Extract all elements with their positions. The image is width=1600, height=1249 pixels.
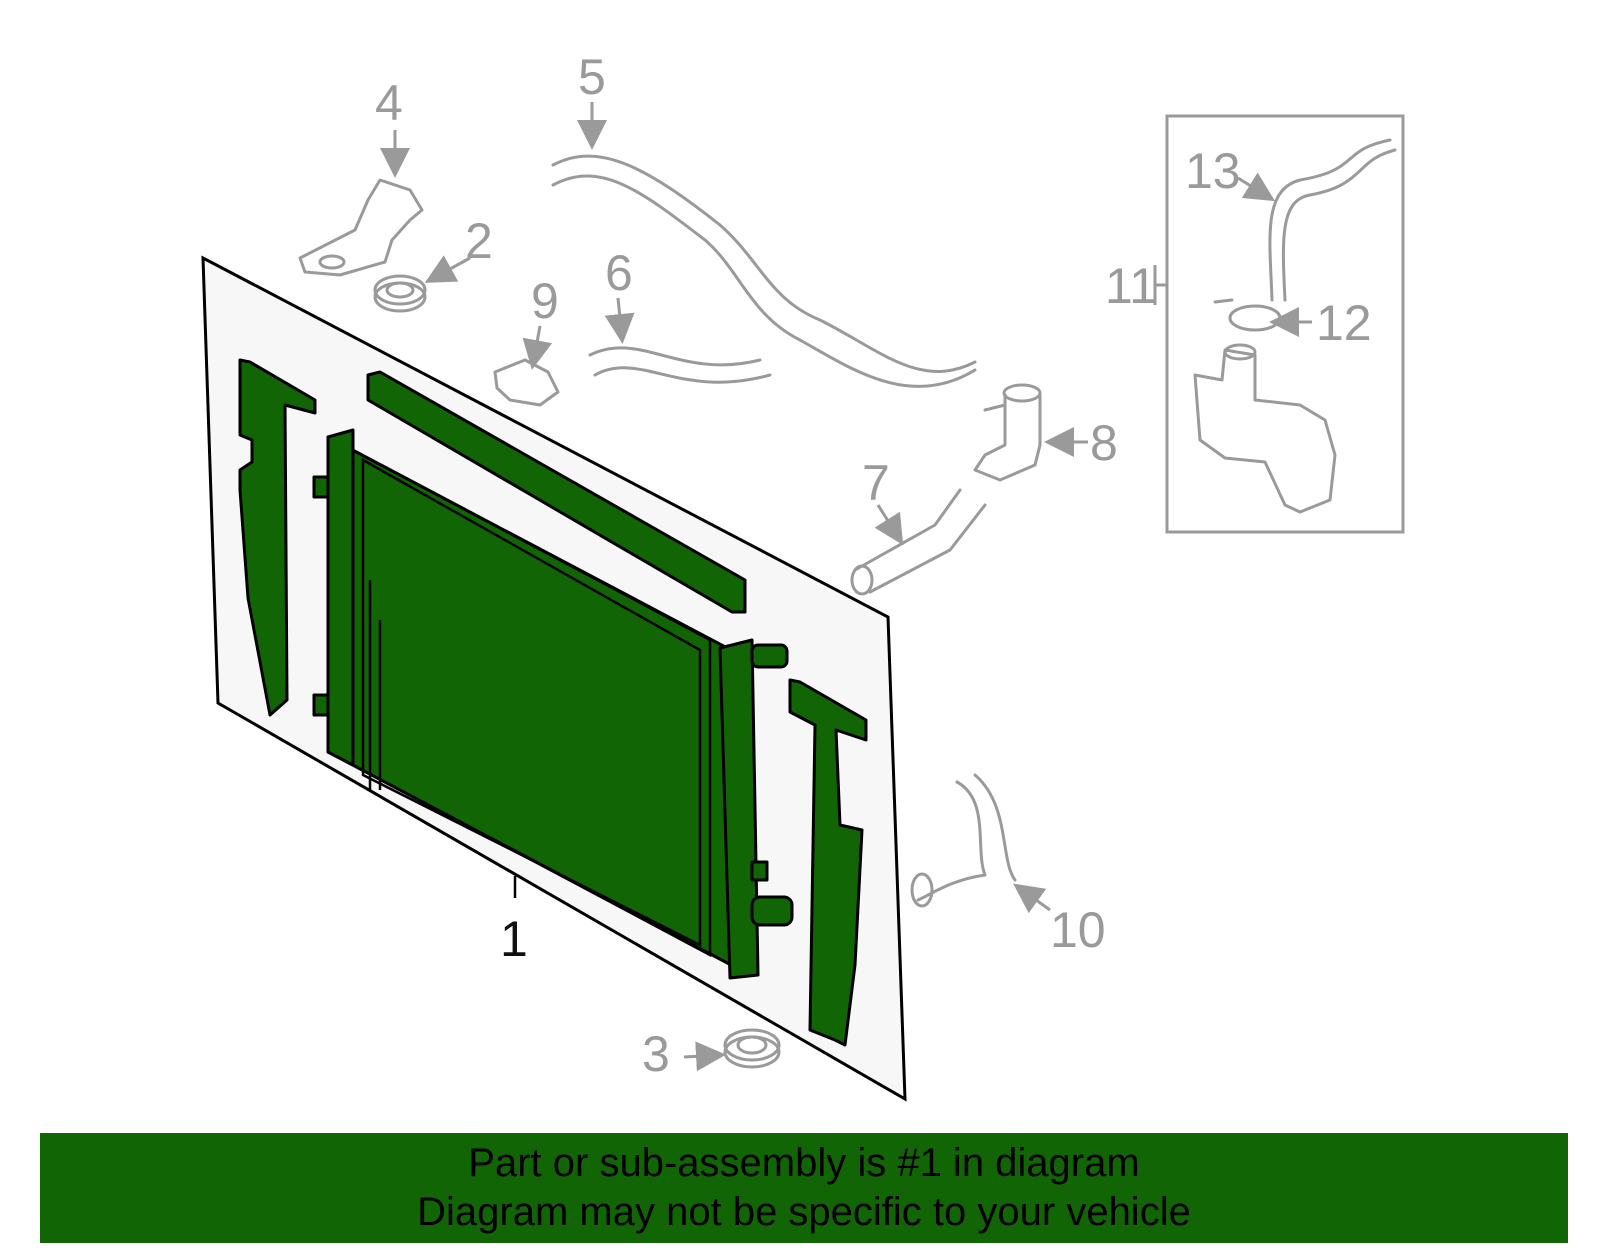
callout-11: 11 (1105, 258, 1157, 314)
callout-3: 3 (642, 1026, 670, 1082)
lower-radiator-hose[interactable] (916, 773, 1017, 902)
footer-line-2: Diagram may not be specific to your vehi… (417, 1190, 1191, 1234)
reservoir-group-box (1165, 114, 1405, 534)
callout-10: 10 (1050, 902, 1106, 958)
coolant-hose-7[interactable] (853, 488, 987, 594)
footer-banner: Part or sub-assembly is #1 in diagram Di… (40, 1133, 1568, 1243)
left-air-guide[interactable] (238, 358, 317, 717)
radiator-core[interactable] (312, 428, 794, 980)
callout-5: 5 (578, 49, 606, 105)
mount-bracket[interactable] (298, 178, 424, 277)
callout-2: 2 (465, 213, 493, 269)
seal-ring-bottom[interactable] (723, 1028, 781, 1069)
callout-13: 13 (1185, 143, 1241, 199)
overflow-hose[interactable] (1268, 138, 1397, 302)
callout-7: 7 (862, 455, 890, 511)
seal-ring-top[interactable] (373, 274, 427, 313)
callout-4: 4 (375, 75, 403, 131)
callout-12: 12 (1316, 295, 1372, 351)
callout-6: 6 (605, 245, 633, 301)
reservoir-tank[interactable] (1193, 348, 1337, 514)
callout-1: 1 (500, 911, 528, 967)
callout-8: 8 (1090, 415, 1118, 471)
radiator-cap[interactable] (493, 358, 560, 407)
right-air-guide[interactable] (788, 678, 868, 1047)
water-outlet[interactable] (973, 393, 1042, 482)
lower-hose[interactable] (588, 346, 772, 384)
upper-hose[interactable] (551, 154, 977, 388)
footer-line-1: Part or sub-assembly is #1 in diagram (468, 1141, 1140, 1185)
upper-seal[interactable] (366, 370, 747, 614)
reservoir-cap[interactable] (1213, 298, 1282, 332)
callout-9: 9 (531, 273, 559, 329)
